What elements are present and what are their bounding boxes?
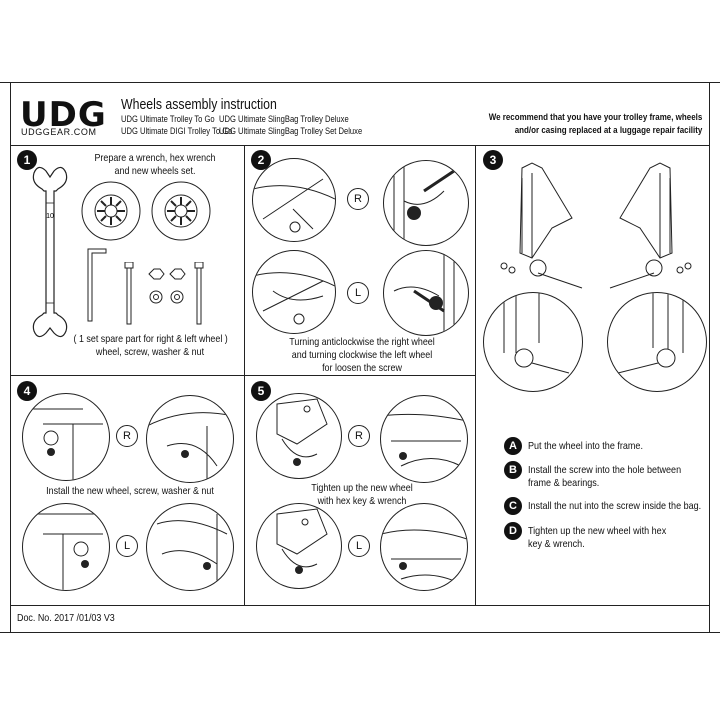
nut-washer-icons xyxy=(148,268,186,304)
step-3-badge: 3 xyxy=(483,150,503,170)
frame-assembly-illustration xyxy=(609,162,692,289)
hex-key-icon xyxy=(87,248,107,322)
legend-text: Put the wheel into the frame. xyxy=(528,440,643,452)
footer-rule xyxy=(0,632,720,633)
detail-circle xyxy=(380,395,468,483)
wheel-icon xyxy=(151,181,211,241)
step-1-note: ( 1 set spare part for right & left whee… xyxy=(73,333,228,345)
step-2-caption: for loosen the screw xyxy=(322,362,402,374)
right-side-marker: R xyxy=(347,188,369,210)
product-line: UDG Ultimate DIGI Trolley To Go xyxy=(121,126,233,137)
screw-icon xyxy=(194,262,204,325)
wrench-illustration: 10 xyxy=(32,166,68,338)
step-1-badge: 1 xyxy=(17,150,37,170)
step-4-caption: Install the new wheel, screw, washer & n… xyxy=(46,485,214,497)
detail-circle xyxy=(252,158,336,242)
step-1-note: wheel, screw, washer & nut xyxy=(95,346,205,358)
detail-circle xyxy=(22,393,110,481)
left-side-marker: L xyxy=(348,535,370,557)
step-4-badge: 4 xyxy=(17,381,37,401)
detail-circle xyxy=(256,393,342,479)
mid-rule xyxy=(10,375,475,376)
left-rule xyxy=(10,82,11,632)
col-divider-1 xyxy=(244,145,245,605)
col-divider-2 xyxy=(475,145,476,605)
legend-text: key & wrench. xyxy=(528,538,585,550)
detail-circle xyxy=(252,250,336,334)
legend-text: frame & bearings. xyxy=(528,477,600,489)
udg-logo: UDG xyxy=(20,95,107,135)
detail-circle xyxy=(607,292,707,392)
step-2-caption: and turning clockwise the left wheel xyxy=(291,349,433,361)
left-side-marker: L xyxy=(347,282,369,304)
detail-circle xyxy=(146,395,234,483)
detail-circle xyxy=(383,160,469,246)
detail-circle xyxy=(380,503,468,591)
detail-circle xyxy=(22,503,110,591)
step-1-caption: and new wheels set. xyxy=(114,165,196,177)
detail-circle xyxy=(146,503,234,591)
legend-badge-c: C xyxy=(504,497,522,515)
legend-text: Tighten up the new wheel with hex xyxy=(528,525,667,537)
step-1-caption: Prepare a wrench, hex wrench xyxy=(94,152,216,164)
document-number: Doc. No. 2017 /01/03 V3 xyxy=(17,612,115,624)
product-line: UDG Ultimate Trolley To Go xyxy=(121,114,215,125)
recommendation-line: We recommend that you have your trolley … xyxy=(488,112,702,123)
step-5-caption: with hex key & wrench xyxy=(317,495,407,507)
step-2-badge: 2 xyxy=(251,150,271,170)
detail-circle xyxy=(383,250,469,336)
left-side-marker: L xyxy=(116,535,138,557)
page-title: Wheels assembly instruction xyxy=(121,96,277,113)
frame-assembly-illustration xyxy=(500,162,583,289)
screw-icon xyxy=(124,262,134,325)
right-side-marker: R xyxy=(348,425,370,447)
product-line: UDG Ultimate SlingBag Trolley Set Deluxe xyxy=(219,126,363,137)
step-2-caption: Turning anticlockwise the right wheel xyxy=(289,336,435,348)
legend-badge-a: A xyxy=(504,437,522,455)
legend-text: Install the screw into the hole between xyxy=(528,464,682,476)
top-rule xyxy=(0,82,720,83)
legend-badge-d: D xyxy=(504,522,522,540)
step-5-badge: 5 xyxy=(251,381,271,401)
product-line: UDG Ultimate SlingBag Trolley Deluxe xyxy=(219,114,349,125)
wrench-size-label: 10 xyxy=(46,213,54,220)
header-rule xyxy=(10,145,710,146)
step-5-caption: Tighten up the new wheel xyxy=(311,482,413,494)
right-rule xyxy=(709,82,710,632)
detail-circle xyxy=(256,503,342,589)
right-side-marker: R xyxy=(116,425,138,447)
wheel-icon xyxy=(81,181,141,241)
legend-text: Install the nut into the screw inside th… xyxy=(528,500,702,512)
legend-badge-b: B xyxy=(504,461,522,479)
bottom-rule xyxy=(10,605,710,606)
detail-circle xyxy=(483,292,583,392)
recommendation-line: and/or casing replaced at a luggage repa… xyxy=(514,125,702,136)
logo-subtitle: UDGGEAR.COM xyxy=(21,127,97,137)
